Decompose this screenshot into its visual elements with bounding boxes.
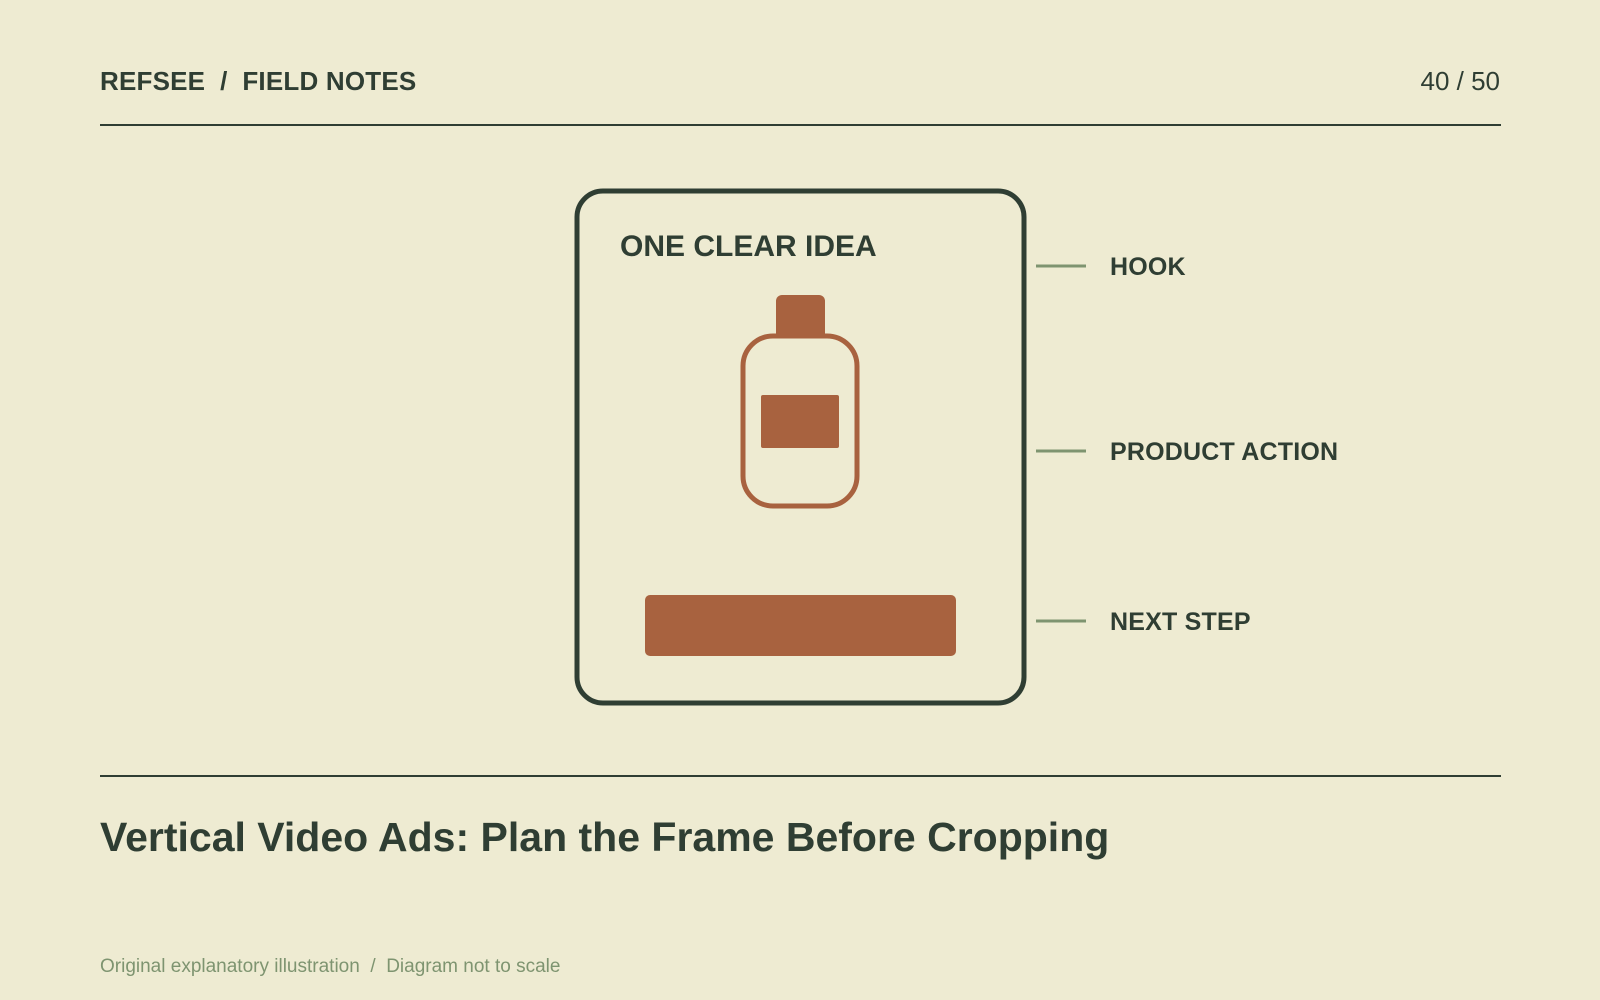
bottle-label (761, 395, 839, 448)
callout-next-step: NEXT STEP (1110, 608, 1251, 636)
bottle-icon (740, 295, 860, 509)
callout-product-action: PRODUCT ACTION (1110, 438, 1339, 466)
page-indicator: 40 / 50 (1420, 66, 1500, 96)
footnote: Original explanatory illustration / Diag… (100, 956, 561, 977)
frame-title: ONE CLEAR IDEA (620, 230, 877, 263)
page-header: REFSEE / FIELD NOTES 40 / 50 (100, 62, 1500, 102)
header-divider (100, 124, 1501, 126)
callout-hook: HOOK (1110, 253, 1186, 281)
title-divider (100, 775, 1501, 777)
vertical-frame (574, 188, 1027, 706)
bottle-cap (776, 295, 825, 341)
cta-bar (645, 595, 956, 656)
page-title: Vertical Video Ads: Plan the Frame Befor… (100, 814, 1110, 860)
brand-breadcrumb: REFSEE / FIELD NOTES (100, 66, 417, 96)
